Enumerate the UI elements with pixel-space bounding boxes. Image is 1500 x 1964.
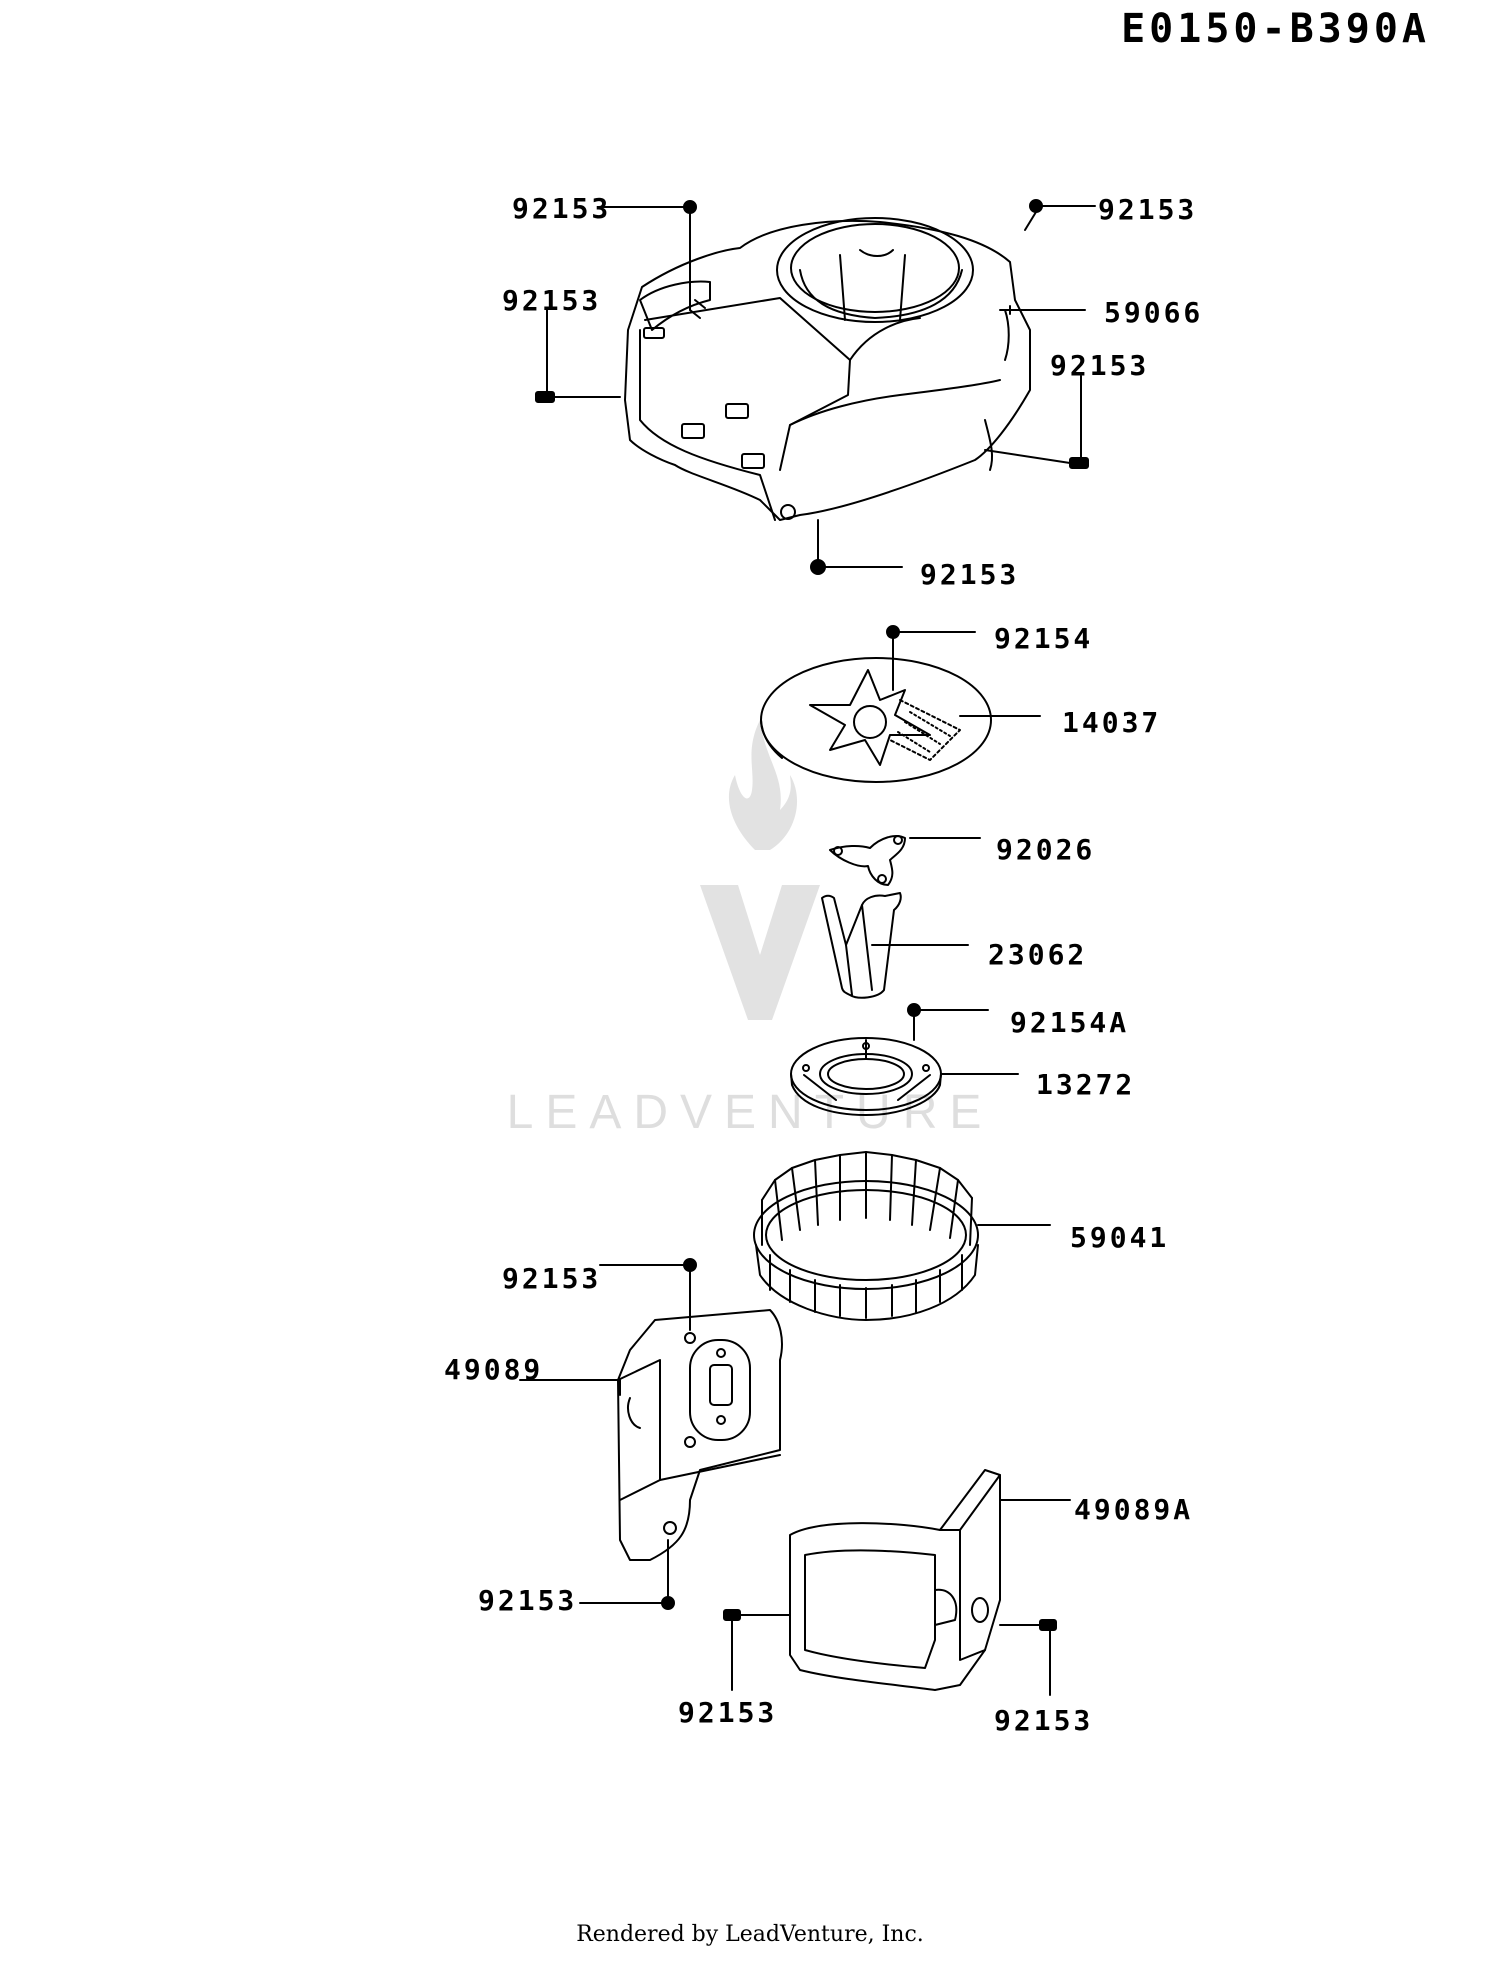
blower-housing-part xyxy=(624,217,1031,521)
callout-92153-top-left: 92153 xyxy=(512,192,612,225)
callout-92153-right: 92153 xyxy=(1050,349,1150,382)
callout-92153-left: 92153 xyxy=(502,284,602,317)
fan-plate-part xyxy=(790,1003,1019,1116)
left-shroud-part xyxy=(519,1258,783,1610)
callout-92154: 92154 xyxy=(994,622,1094,655)
footer-credit: Rendered by LeadVenture, Inc. xyxy=(576,1922,924,1947)
callout-59041: 59041 xyxy=(1070,1221,1170,1254)
callout-92026: 92026 xyxy=(996,833,1096,866)
spider-plate-part xyxy=(829,835,981,886)
cooling-fan-part xyxy=(753,1151,1051,1321)
watermark-text: LEADVENTURE xyxy=(507,1086,994,1139)
callout-92154a: 92154A xyxy=(1010,1006,1130,1039)
callout-92153-shroud-top: 92153 xyxy=(502,1262,602,1295)
callout-92153-bottom: 92153 xyxy=(920,558,1020,591)
callout-13272: 13272 xyxy=(1036,1068,1136,1101)
callout-49089a: 49089A xyxy=(1074,1493,1194,1526)
diagram-id: E0150-B390A xyxy=(1121,6,1430,52)
callout-92153-shroud-bottom: 92153 xyxy=(478,1584,578,1617)
callout-23062: 23062 xyxy=(988,938,1088,971)
callout-14037: 14037 xyxy=(1062,706,1162,739)
callout-49089: 49089 xyxy=(444,1353,544,1386)
callout-59066: 59066 xyxy=(1104,296,1204,329)
callout-92153-lower-mid: 92153 xyxy=(678,1696,778,1729)
callout-92153-lower-right: 92153 xyxy=(994,1704,1094,1737)
callout-92153-top-right: 92153 xyxy=(1098,193,1198,226)
screen-part xyxy=(760,625,1041,783)
housing-bolts xyxy=(535,199,1096,575)
right-shroud-part xyxy=(723,1469,1071,1696)
watermark-logo-icon xyxy=(700,720,820,1020)
fan-guide-part xyxy=(821,892,969,999)
